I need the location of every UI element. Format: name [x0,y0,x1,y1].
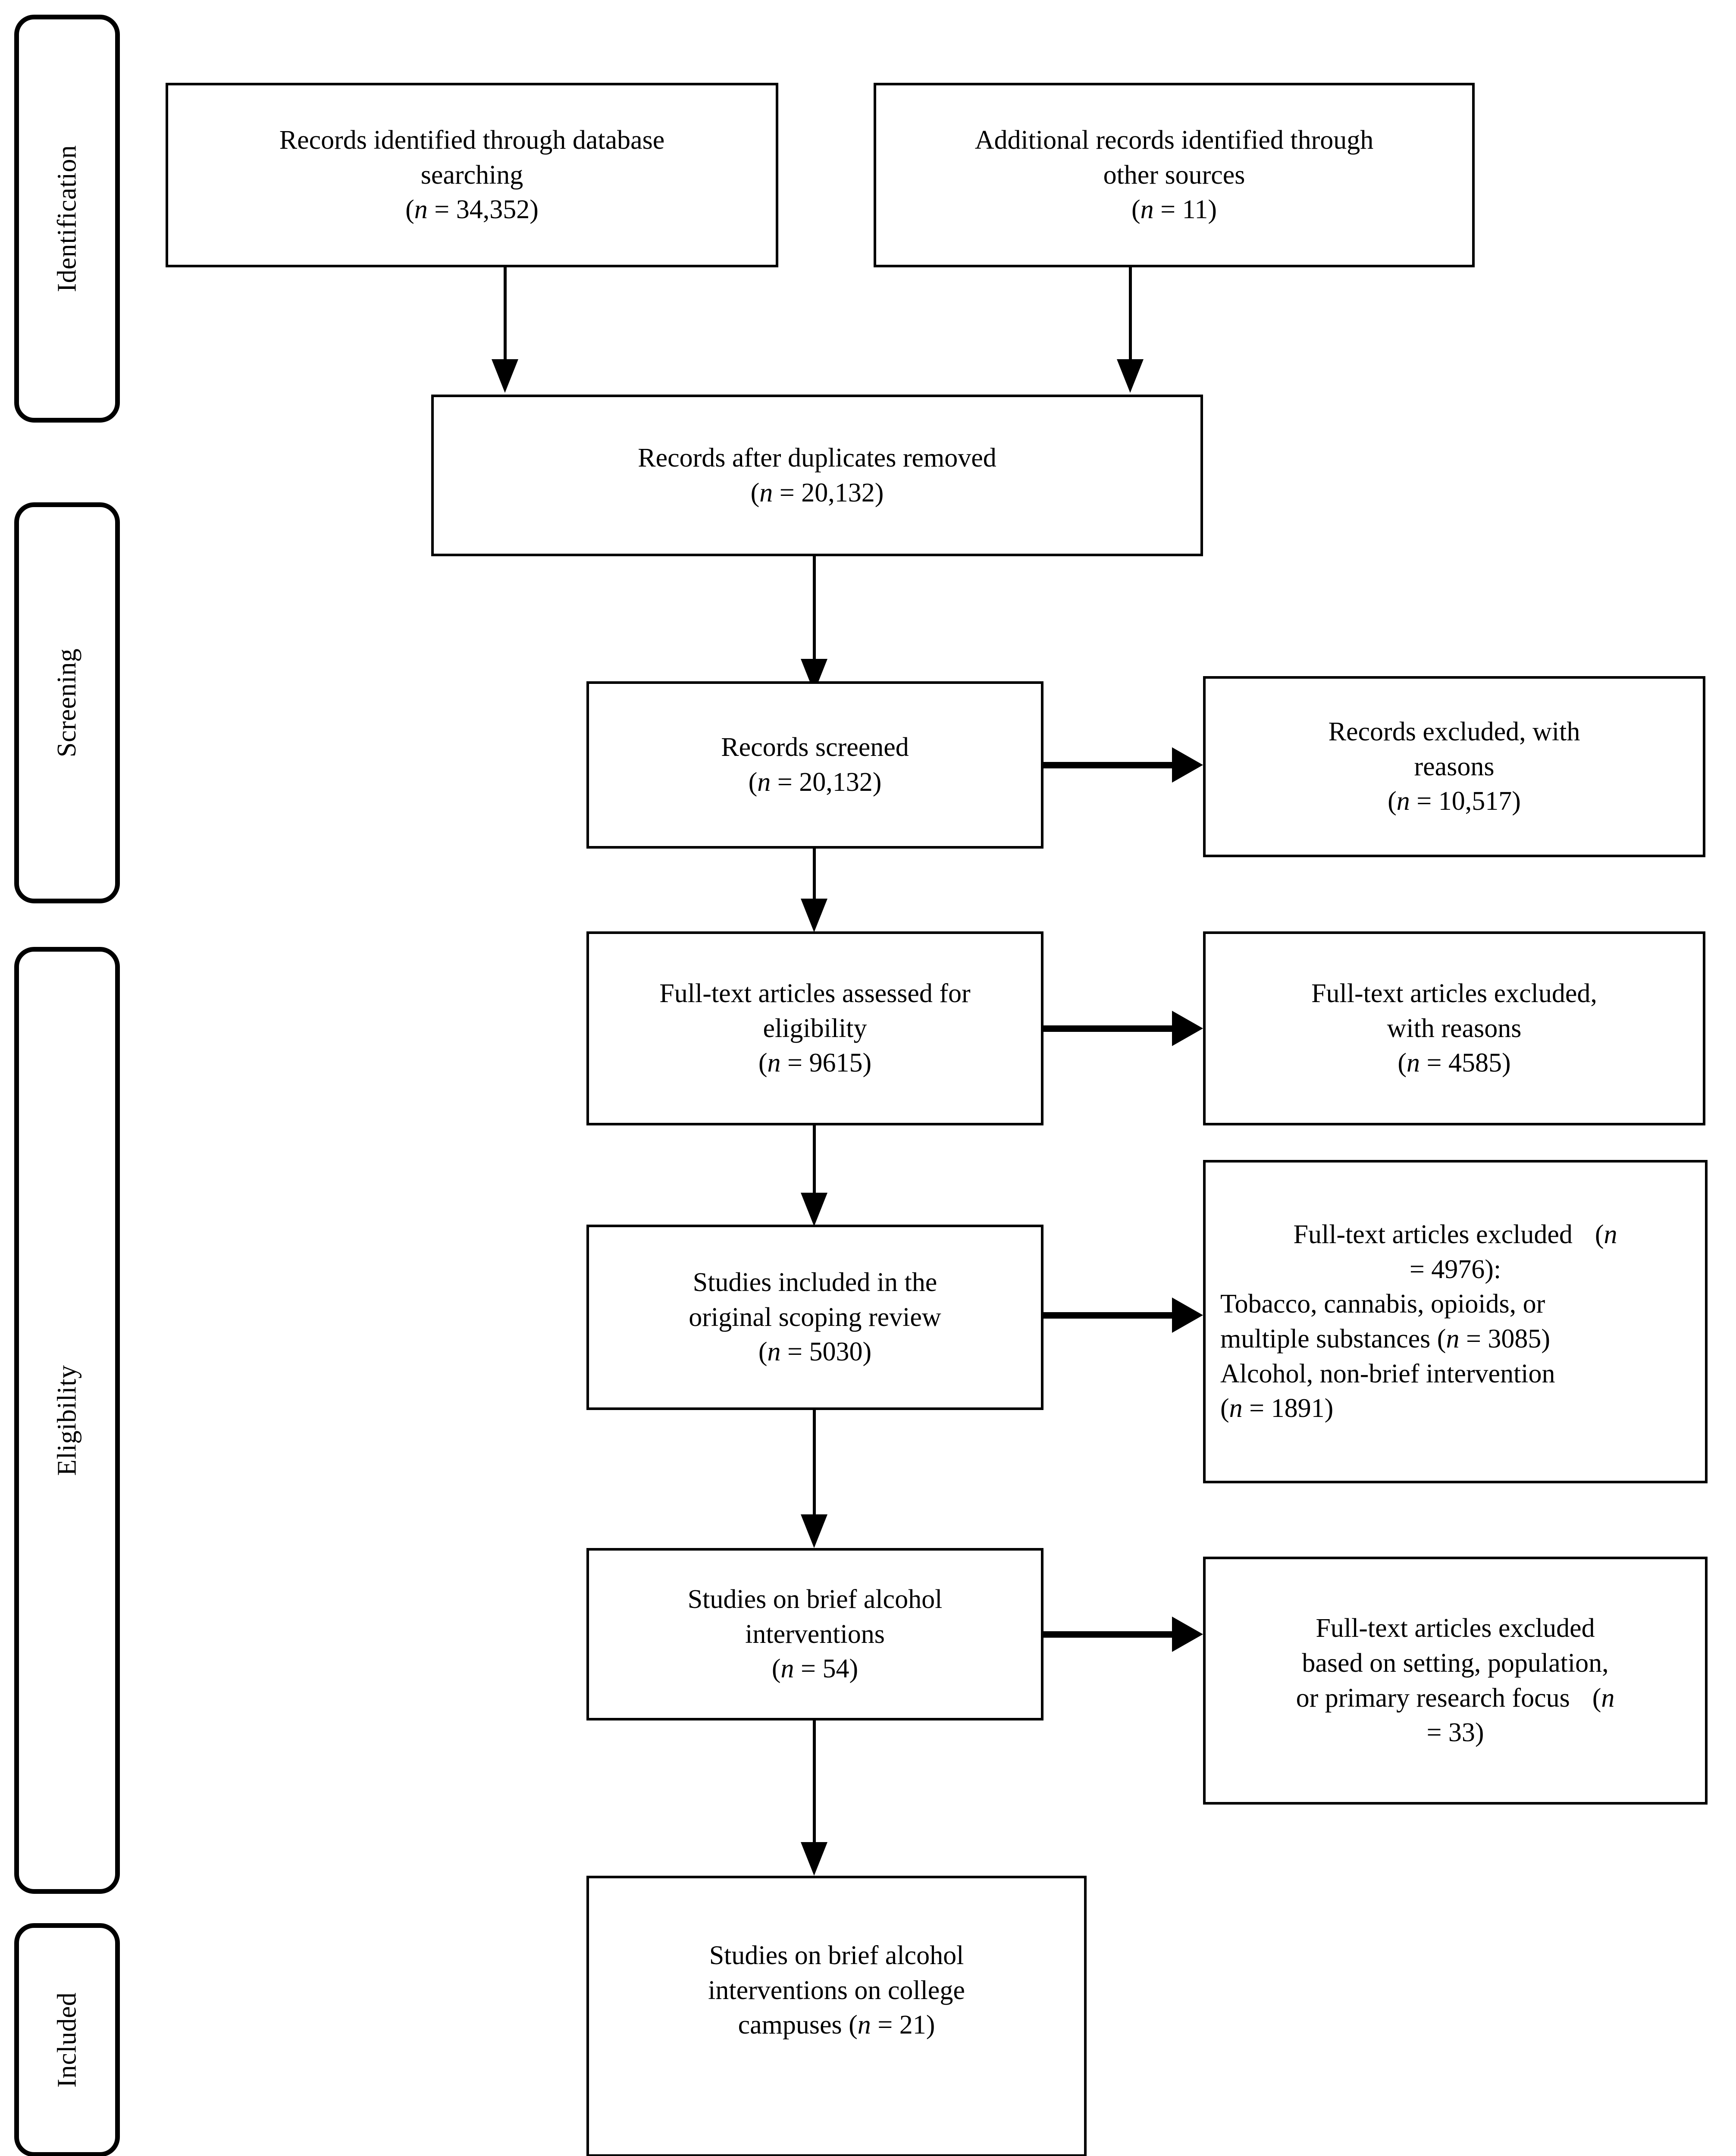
node-fulltext-excluded-setting: Full-text articles excluded based on set… [1203,1557,1708,1805]
node-records-excluded: Records excluded, with reasons (n = 10,5… [1203,676,1705,857]
node-fulltext-excluded-substances: Full-text articles excluded(n = 4976): T… [1203,1160,1708,1483]
records-screened-count: (n = 20,132) [748,768,882,797]
stage-screening-label: Screening [52,648,82,758]
connector-screened-to-excluded [1043,762,1173,768]
connector-fulltext-to-excluded [1043,1025,1173,1032]
other-sources-line2: other sources [1103,160,1245,190]
substances-head-tail: = 4976): [1409,1254,1501,1284]
other-sources-line1: Additional records identified through [975,125,1374,155]
node-additional-records-other-sources: Additional records identified through ot… [874,83,1475,267]
node-fulltext-assessed: Full-text articles assessed for eligibil… [586,931,1043,1125]
node-records-after-duplicates: Records after duplicates removed (n = 20… [431,395,1203,556]
arrowhead-screened-to-fulltext [801,899,827,932]
db-search-count: (n = 34,352) [405,195,539,225]
brief-alcohol-count: (n = 54) [771,1654,859,1684]
connector-other-to-duplicates [1129,267,1132,360]
arrowhead-brief-alcohol-to-final [801,1842,827,1876]
connector-screened-to-fulltext [813,849,816,900]
arrowhead-brief-alcohol-to-setting-excluded [1172,1617,1203,1652]
connector-studies-to-brief-alcohol [813,1410,816,1516]
fulltext-excluded-reasons-line2: with reasons [1387,1013,1522,1043]
substances-reason2: Alcohol, non-brief intervention (n = 189… [1220,1359,1555,1423]
after-duplicates-line1: Records after duplicates removed [638,443,996,473]
node-fulltext-excluded-reasons: Full-text articles excluded, with reason… [1203,931,1705,1125]
connector-studies-to-substance-excluded [1043,1312,1173,1319]
studies-original-count: (n = 5030) [758,1337,872,1367]
stage-screening: Screening [14,502,120,903]
node-records-screened: Records screened (n = 20,132) [586,681,1043,849]
stage-identification: Identification [14,15,120,423]
node-studies-college-campuses: Studies on brief alcohol interventions o… [586,1876,1087,2156]
stage-included: Included [14,1923,120,2156]
records-excluded-line1: Records excluded, with [1328,717,1580,747]
other-sources-count: (n = 11) [1131,195,1217,225]
connector-brief-alcohol-to-setting-excluded [1043,1631,1173,1638]
after-duplicates-count: (n = 20,132) [750,478,884,508]
records-excluded-line2: reasons [1414,752,1495,781]
studies-original-line2: original scoping review [689,1302,941,1332]
arrowhead-studies-to-brief-alcohol [801,1514,827,1548]
fulltext-excluded-reasons-count: (n = 4585) [1398,1048,1511,1078]
arrowhead-screened-to-excluded [1172,747,1203,783]
substances-reason1: Tobacco, cannabis, opioids, or multiple … [1220,1289,1551,1354]
stage-eligibility-label: Eligibility [52,1365,82,1476]
college-line1: Studies on brief alcohol [709,1941,964,1971]
college-line3: campuses (n = 21) [738,2010,935,2040]
arrowhead-studies-to-substance-excluded [1172,1297,1203,1333]
fulltext-assessed-line1: Full-text articles assessed for [659,979,971,1009]
connector-db-to-duplicates [504,267,507,360]
setting-line4: = 33) [1426,1718,1484,1748]
fulltext-excluded-reasons-line1: Full-text articles excluded, [1311,979,1597,1009]
stage-identification-label: Identification [52,145,82,292]
setting-line2: based on setting, population, [1302,1648,1609,1678]
brief-alcohol-line2: interventions [745,1619,885,1649]
node-studies-original-scoping-review: Studies included in the original scoping… [586,1225,1043,1410]
studies-original-line1: Studies included in the [693,1268,937,1297]
arrowhead-db-to-duplicates [492,359,518,393]
brief-alcohol-line1: Studies on brief alcohol [687,1585,943,1614]
college-line2: interventions on college [708,1975,965,2005]
arrowhead-other-to-duplicates [1117,359,1144,393]
db-search-line1: Records identified through database [279,125,665,155]
connector-duplicates-to-screened [813,556,816,660]
arrowhead-fulltext-to-excluded [1172,1011,1203,1046]
connector-fulltext-to-studies [813,1125,816,1194]
fulltext-assessed-count: (n = 9615) [758,1048,872,1078]
records-excluded-count: (n = 10,517) [1388,787,1521,816]
substances-head: Full-text articles excluded(n [1293,1220,1617,1250]
node-studies-brief-alcohol-interventions: Studies on brief alcohol interventions (… [586,1548,1043,1720]
setting-line1: Full-text articles excluded [1316,1614,1595,1643]
db-search-line2: searching [420,160,523,190]
node-records-identified-database: Records identified through database sear… [166,83,778,267]
fulltext-assessed-line2: eligibility [763,1013,867,1043]
arrowhead-fulltext-to-studies [801,1193,827,1226]
connector-brief-alcohol-to-final [813,1720,816,1843]
stage-included-label: Included [52,1992,82,2088]
setting-line3: or primary research focus(n [1296,1683,1615,1713]
records-screened-line1: Records screened [721,733,909,762]
stage-eligibility: Eligibility [14,947,120,1894]
